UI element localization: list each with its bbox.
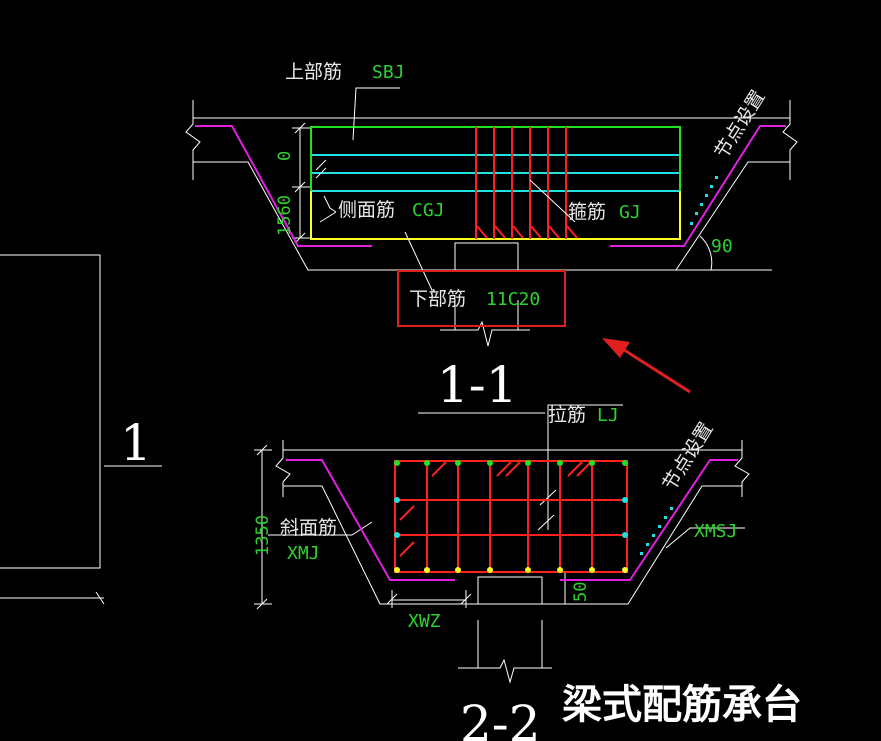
slope-right-code: XMSJ (694, 521, 737, 542)
tie-bar-label: 拉筋 (548, 404, 586, 426)
width-code: XWZ (408, 611, 441, 632)
section-2-2-rebar-cage (394, 460, 628, 573)
figure-caption: 梁式配筋承台 (562, 682, 802, 728)
section-1-1-side-bars (312, 154, 679, 192)
node-setting-label-1: 节点设置 (711, 87, 770, 163)
section-1-1-slope-bars (195, 125, 786, 247)
left-partial-section (0, 254, 162, 605)
section-2-2: 拉筋 LJ 斜面筋 XMJ 节点设置 XMSJ XWZ 1350 50 2-2 (253, 404, 750, 741)
section-2-2-slope-bars (286, 459, 738, 581)
tie-bar-code: LJ (597, 405, 619, 426)
section-1-1-stirrups (475, 127, 578, 239)
section-2-2-bar-dots (394, 460, 628, 573)
bottom-bar-label: 下部筋 (409, 288, 466, 310)
section-1-1-node-dots (690, 176, 718, 225)
node-setting-label-2: 节点设置 (659, 419, 718, 495)
top-bar-label: 上部筋 (285, 61, 342, 83)
dim-height-label: 1560 (275, 195, 295, 236)
stirrup-code: GJ (619, 202, 641, 223)
section-1-1-leaders (315, 87, 576, 300)
stirrup-label: 箍筋 (568, 201, 606, 223)
bottom-bar-code: 11C20 (486, 289, 540, 310)
section-2-2-node-dots (640, 507, 673, 555)
side-bar-label: 侧面筋 (338, 199, 395, 221)
slope-bar-code: XMJ (287, 543, 320, 564)
top-bar-code: SBJ (372, 62, 405, 83)
dim-cover-label: 50 (571, 582, 591, 602)
section-1-1-bottom-bar (310, 191, 681, 240)
section-2-2-outline (254, 404, 750, 684)
section-1-1-title: 1-1 (437, 356, 518, 414)
bottom-bar-highlight-box (397, 270, 566, 327)
dim-top-label: 0 (275, 151, 295, 161)
angle-label: 90 (711, 236, 733, 257)
section-2-2-title: 2-2 (460, 695, 541, 741)
dim-height-label-2: 1350 (253, 515, 273, 556)
side-bar-code: CGJ (412, 200, 445, 221)
red-pointer-arrow (602, 338, 691, 394)
section-1-1: 上部筋 SBJ 侧面筋 CGJ 箍筋 GJ 下部筋 11C20 节点设置 90 … (185, 61, 798, 414)
left-section-label: 1 (120, 414, 152, 472)
slope-bar-label: 斜面筋 (280, 517, 337, 539)
